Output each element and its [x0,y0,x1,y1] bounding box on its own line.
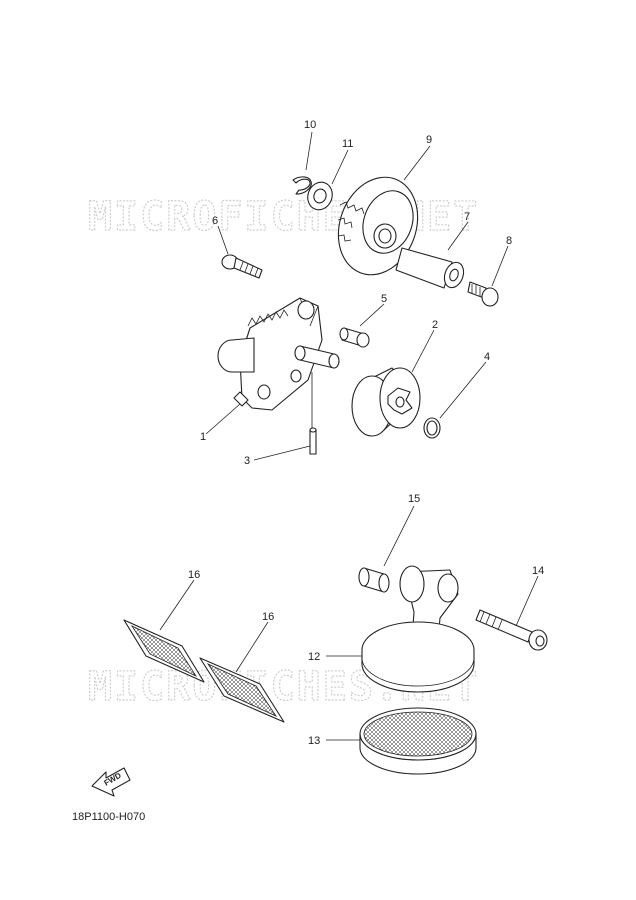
part-7-shaft [395,247,465,289]
callout-6: 6 [212,215,218,227]
callout-14: 14 [532,565,544,577]
callout-labels: 10 11 9 6 7 8 5 2 4 1 3 15 14 12 13 16 1… [188,119,544,747]
diagram-code: 18P1100-H070 [72,811,145,823]
fwd-arrow-icon: FWD [91,767,131,797]
part-13-strainer-screen [359,707,477,775]
callout-13: 13 [308,735,320,747]
part-16-plate-left [123,619,205,683]
part-8-bolt [467,281,499,307]
part-2-rotor [351,367,421,437]
callout-15: 15 [408,493,420,505]
part-9-gear [337,176,419,276]
part-3-pin [309,427,317,455]
part-16-plate-right [199,657,285,723]
part-1-pump-body [217,297,340,411]
callout-3: 3 [244,455,250,467]
part-4-circlip [423,417,441,439]
part-11-washer [307,181,333,211]
part-12-strainer-housing [361,565,475,693]
part-14-bolt [475,609,548,651]
part-6-screw [221,254,263,279]
watermark-top: MICROFICHES.NET [88,194,479,240]
part-5-bush [339,327,370,348]
callout-11: 11 [342,138,353,150]
callout-5: 5 [381,293,387,305]
part-10-circlip [292,176,312,195]
callout-9: 9 [426,134,432,146]
callout-8: 8 [506,235,512,247]
callout-16-right: 16 [262,611,274,623]
callout-7: 7 [464,211,470,223]
callout-10: 10 [304,119,316,131]
callout-16-left: 16 [188,569,200,581]
leader-lines [159,131,539,741]
callout-12: 12 [308,651,320,663]
callout-1: 1 [200,431,206,443]
part-15-collar [358,567,390,593]
callout-2: 2 [432,319,438,331]
callout-4: 4 [484,351,490,363]
